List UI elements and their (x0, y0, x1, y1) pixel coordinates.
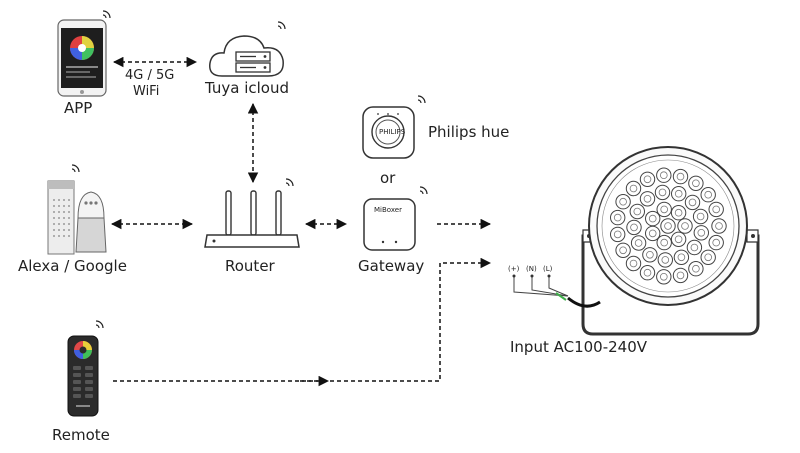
remote-control-icon (67, 320, 104, 417)
flood-light-icon (512, 146, 760, 336)
app-label: APP (64, 99, 93, 117)
hue-bridge-icon (362, 95, 426, 159)
router-icon (204, 178, 300, 248)
input-voltage-label: Input AC100-240V (510, 338, 648, 356)
link-remote-light (113, 257, 492, 382)
cloud-label: Tuya icloud (205, 79, 290, 97)
philips-hue-label: Philips hue (428, 123, 510, 141)
gateway-icon (363, 186, 428, 251)
hub-brand-text: PHILIPS (379, 128, 406, 136)
led-array (610, 167, 727, 285)
wire-l-label: (L) (543, 265, 553, 273)
gateway-label: Gateway (358, 257, 425, 275)
remote-label: Remote (52, 426, 110, 444)
or-label: or (380, 169, 396, 187)
cloud-server-icon (209, 21, 286, 77)
wire-n-label: (N) (526, 265, 537, 273)
router-label: Router (225, 257, 275, 275)
smartphone-icon (57, 10, 111, 97)
alexa-google-label: Alexa / Google (18, 257, 127, 275)
gateway-brand-text: MiBoxer (374, 206, 402, 214)
connection-label-wifi: WiFi (133, 84, 160, 99)
connection-label-4g: 4G / 5G (125, 68, 175, 83)
smart-speaker-icon (47, 164, 107, 255)
wire-plus-label: (+) (508, 265, 520, 273)
